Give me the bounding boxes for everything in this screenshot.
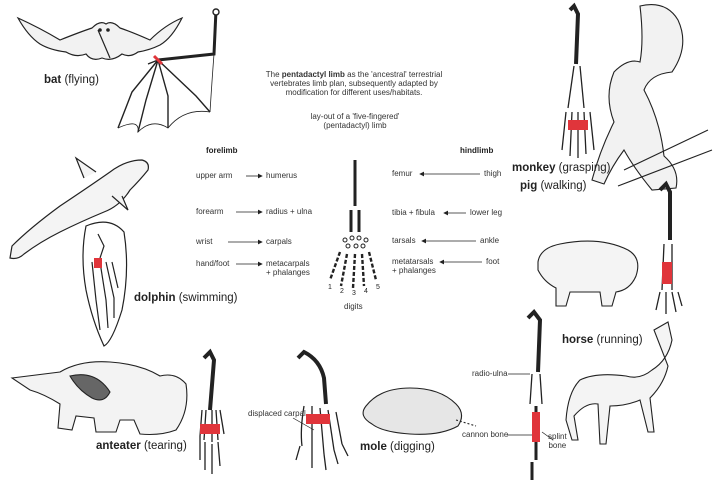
monkey-limb: [561, 2, 595, 158]
dolphin-drawing: [9, 156, 149, 260]
forelimb-bone-metacarpals: metacarpals+ phalanges: [266, 259, 310, 278]
digit-number-4: 4: [364, 288, 368, 295]
anteater-limb: [199, 348, 225, 474]
mole-caption: mole (digging): [360, 441, 435, 453]
bat-wing-skeleton: [117, 8, 220, 134]
digits-label: digits: [344, 302, 363, 311]
mole-drawing: [362, 387, 477, 435]
digit-number-5: 5: [376, 284, 380, 291]
forelimb-part-wrist: wrist: [196, 237, 213, 246]
hindlimb-arrows: [419, 171, 482, 265]
dolphin-caption: dolphin (swimming): [134, 292, 238, 304]
forelimb-part-hand-foot: hand/foot: [196, 259, 230, 268]
hindlimb-part-foot: foot: [486, 257, 500, 266]
pig-limb: [655, 180, 683, 314]
hindlimb-bone-tarsals: tarsals: [392, 236, 416, 245]
intro-text: The pentadactyl limb as the 'ancestral' …: [265, 70, 443, 98]
pig-caption: pig (walking): [520, 180, 587, 192]
forelimb-bone-radius-ulna: radius + ulna: [266, 207, 313, 216]
horse-limb: [526, 308, 543, 480]
annotation-leaders: [292, 373, 554, 441]
forelimb-bone-humerus: humerus: [266, 171, 298, 180]
hindlimb-bone-tibia-fibula: tibia + fibula: [392, 208, 435, 217]
cannon-bone-label: cannon bone: [462, 430, 509, 439]
layout-caption: lay-out of a 'five-fingered' (pentadacty…: [310, 112, 400, 131]
bat-drawing: [16, 16, 184, 60]
forelimb-part-forearm: forearm: [196, 207, 224, 216]
dolphin-flipper: [82, 221, 128, 347]
displaced-carpal-label: displaced carpal: [248, 409, 306, 418]
pig-drawing: [537, 240, 639, 307]
digit-number-3: 3: [352, 290, 356, 297]
horse-caption: horse (running): [562, 334, 643, 346]
forelimb-arrows: [228, 173, 263, 267]
monkey-caption: monkey (grasping): [512, 162, 611, 174]
hindlimb-bone-metatarsals: metatarsals+ phalanges: [392, 257, 436, 276]
hindlimb-part-lower-leg: lower leg: [470, 208, 503, 217]
monkey-drawing: [591, 4, 713, 191]
generic-pentadactyl-limb: [328, 160, 378, 289]
hindlimb-bone-femur: femur: [392, 169, 413, 178]
horse-drawing: [565, 321, 673, 445]
hindlimb-part-thigh: thigh: [484, 169, 502, 178]
forelimb-part-upper-arm: upper arm: [196, 171, 233, 180]
bat-caption: bat (flying): [44, 74, 99, 86]
radio-ulna-label: radio-ulna: [472, 369, 508, 378]
forelimb-bone-carpals: carpals: [266, 237, 292, 246]
hindlimb-heading: hindlimb: [460, 146, 494, 155]
digit-number-1: 1: [328, 284, 332, 291]
anteater-drawing: [10, 361, 188, 436]
hindlimb-part-ankle: ankle: [480, 236, 500, 245]
digit-number-2: 2: [340, 288, 344, 295]
forelimb-heading: forelimb: [206, 146, 238, 155]
anteater-caption: anteater (tearing): [96, 440, 187, 452]
